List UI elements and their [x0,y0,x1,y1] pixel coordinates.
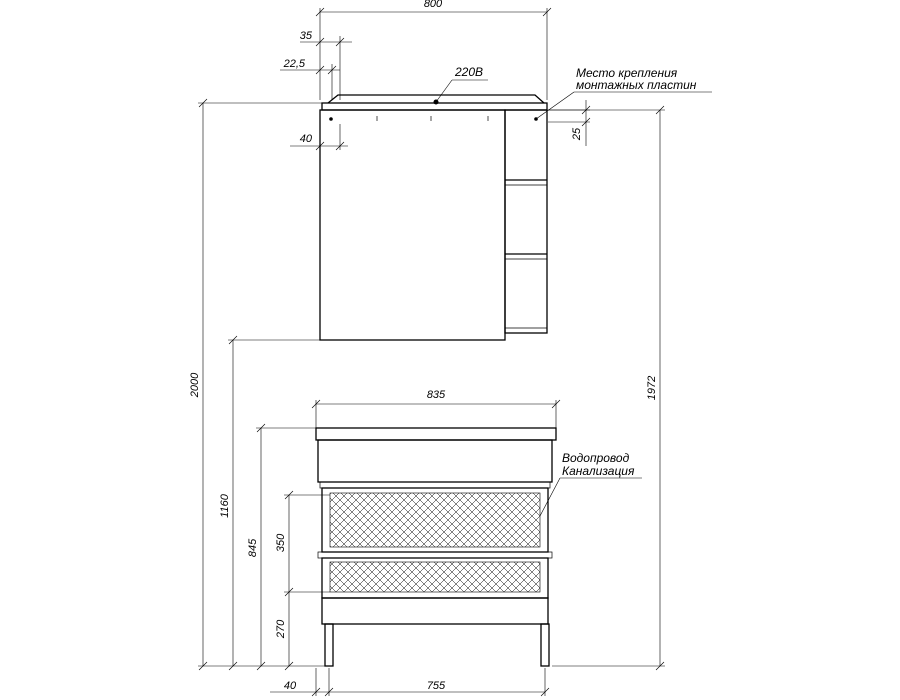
mirror-door [319,109,506,341]
dim-plate-25: 25 [571,127,583,141]
dim-base-width: 755 [427,680,446,692]
lower-drawer-mesh [329,561,541,593]
mounting-points [329,116,538,121]
top-drawer [317,439,553,483]
leg-left [324,623,334,667]
callouts: 220В Место крепления монтажных пластин В… [454,65,697,478]
dim-pipes-350: 350 [275,533,287,552]
leg-right [540,623,550,667]
side-shelves [504,109,548,334]
dim-offset-35: 35 [300,30,313,42]
plumbing-label-line1: Водопровод [562,451,630,465]
dim-offset-40-top: 40 [300,133,313,145]
mount-label-line2: монтажных пластин [576,78,697,92]
countertop [315,427,557,441]
dim-pipes-270: 270 [275,619,287,639]
dimension-labels: 800 35 22,5 40 25 1972 2000 1160 845 350… [189,0,658,692]
plumbing-label-line2: Канализация [562,464,635,478]
upper-drawer-mesh [329,492,541,548]
dim-mirror-bottom: 1160 [219,493,231,518]
vanity-unit [315,427,557,667]
dim-vanity-height: 845 [247,538,259,557]
mirror-cabinet [319,94,548,341]
dimension-lines [198,7,712,697]
socket-label: 220В [454,65,483,79]
dim-offset-22-5: 22,5 [283,58,306,70]
dim-mount-height: 1972 [646,376,658,400]
dim-offset-40-bottom: 40 [284,680,297,692]
mount-label-line1: Место крепления [576,66,678,80]
dim-total-height: 2000 [189,372,201,398]
dim-vanity-width: 835 [427,389,446,401]
dim-mirror-width: 800 [424,0,443,10]
